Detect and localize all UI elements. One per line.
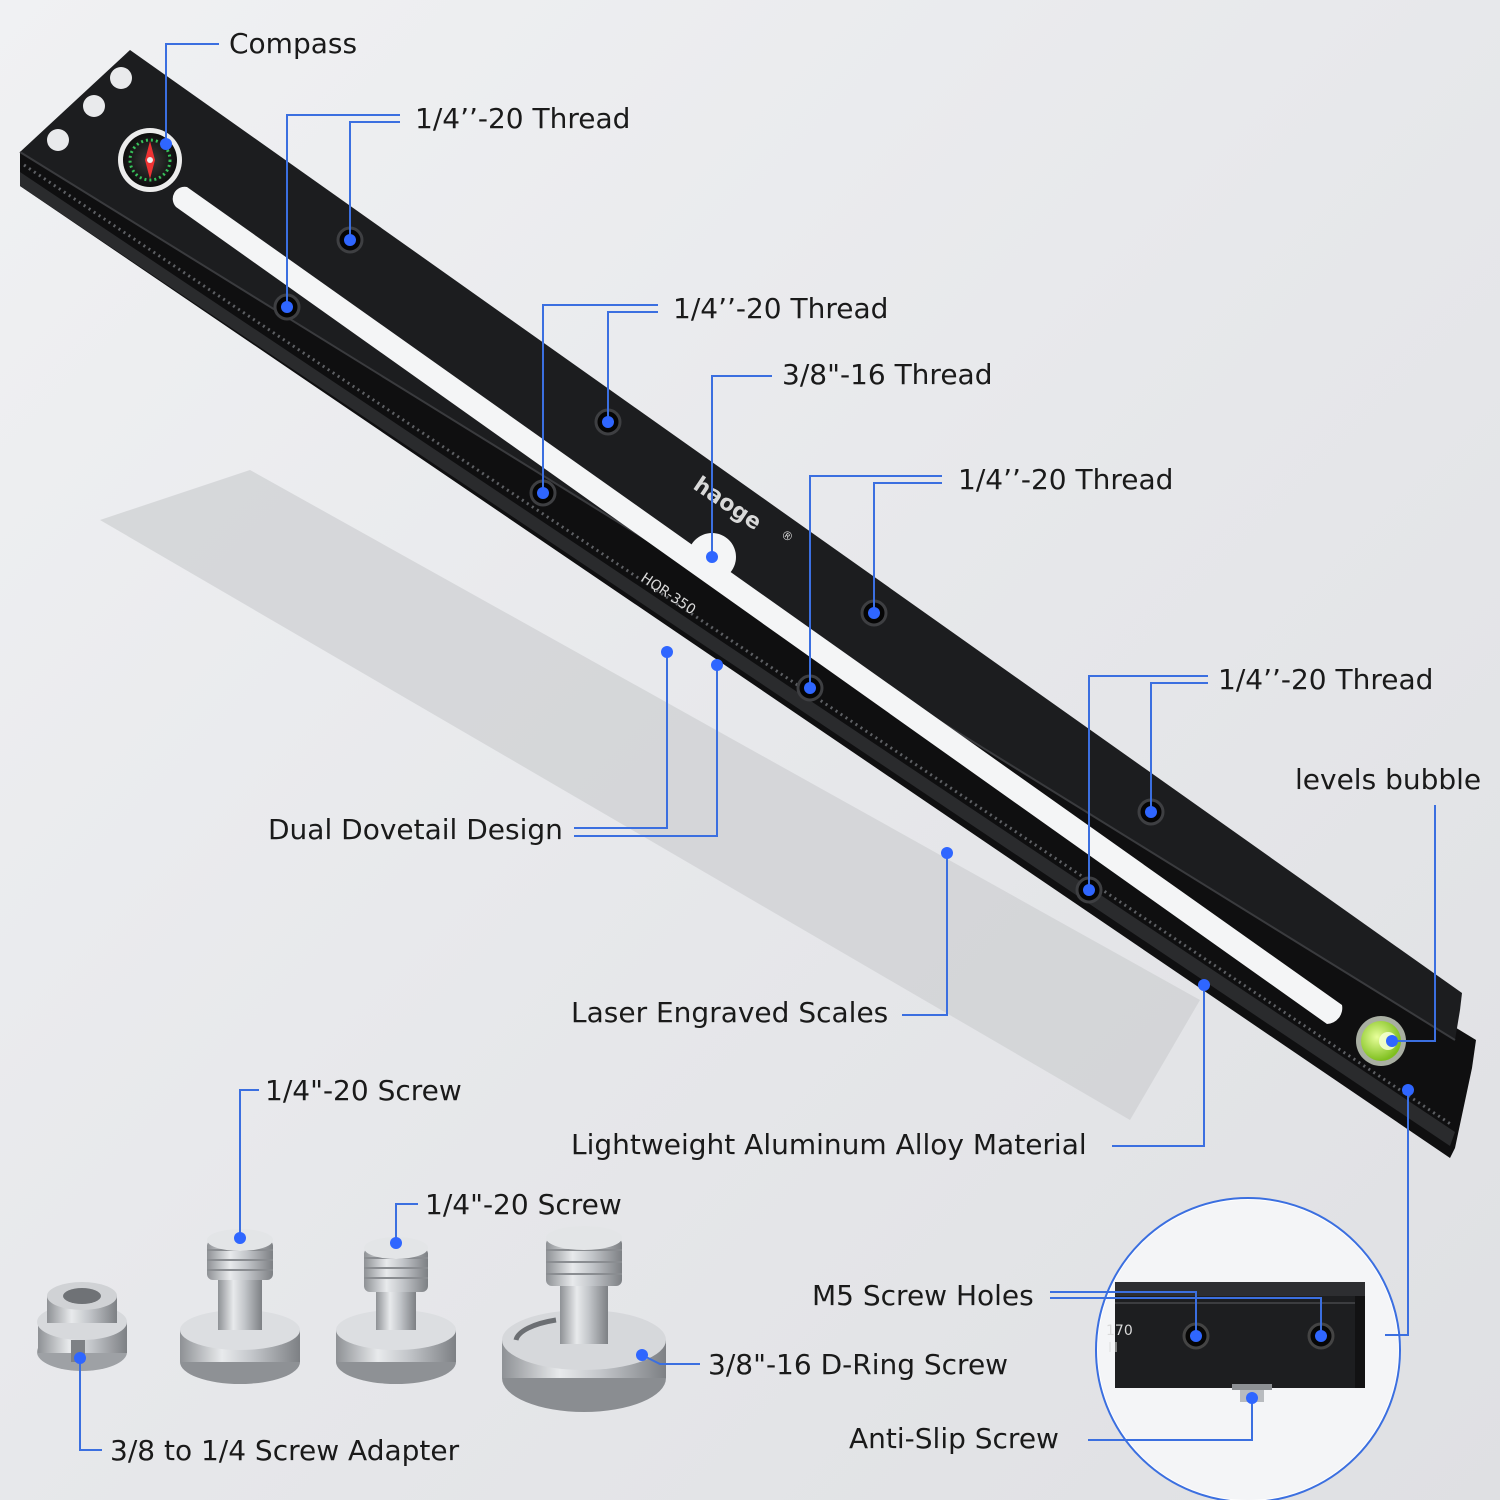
callout-dots [74, 138, 1414, 1404]
label-screw-2: 1/4"-20 Screw [425, 1188, 622, 1221]
label-lightweight: Lightweight Aluminum Alloy Material [571, 1128, 1087, 1161]
label-levels-bubble: levels bubble [1295, 763, 1481, 796]
screw-quarter-20-b [336, 1237, 456, 1384]
label-compass: Compass [229, 27, 357, 60]
d-ring-screw [502, 1226, 666, 1412]
label-thread-2: 1/4’’-20 Thread [673, 292, 888, 325]
label-screw-1: 1/4"-20 Screw [265, 1074, 462, 1107]
label-thread-38: 3/8"-16 Thread [782, 358, 992, 391]
label-d-ring: 3/8"-16 D-Ring Screw [708, 1348, 1008, 1381]
label-anti-slip: Anti-Slip Screw [849, 1422, 1059, 1455]
scale-mark: 170 [1106, 1323, 1133, 1339]
screw-quarter-20-a [180, 1229, 300, 1384]
label-adapter: 3/8 to 1/4 Screw Adapter [110, 1434, 460, 1467]
compass-icon [118, 128, 182, 192]
plate-shadow [100, 470, 1200, 1120]
screw-adapter [37, 1282, 127, 1371]
label-dual-dovetail: Dual Dovetail Design [268, 813, 563, 846]
arca-plate: haoge ® HQR-350 [19, 50, 1476, 1158]
leader-lines [79, 43, 1436, 1451]
label-thread-3: 1/4’’-20 Thread [958, 463, 1173, 496]
label-thread-4: 1/4’’-20 Thread [1218, 663, 1433, 696]
label-m5-holes: M5 Screw Holes [812, 1279, 1034, 1312]
label-laser-scales: Laser Engraved Scales [571, 996, 888, 1029]
label-thread-1: 1/4’’-20 Thread [415, 102, 630, 135]
zoom-detail: 170 [1095, 1197, 1401, 1500]
